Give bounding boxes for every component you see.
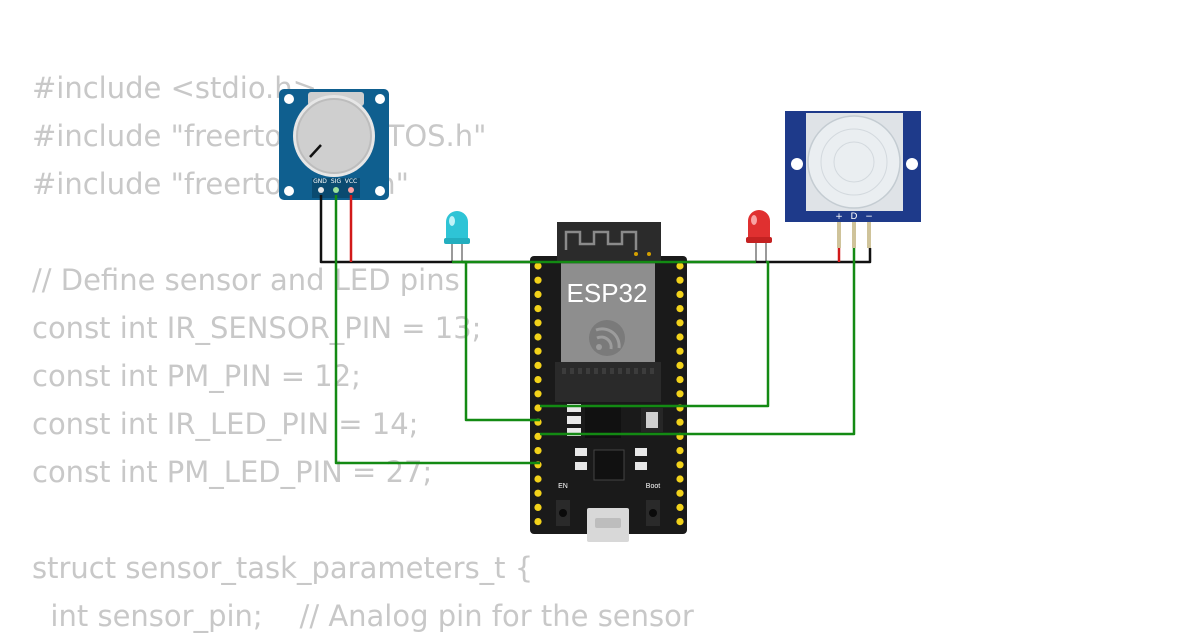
chip-pad [602, 368, 606, 374]
chip-pad [610, 368, 614, 374]
header-pin [534, 518, 542, 526]
header-pin [534, 305, 542, 313]
pot-pin-label-gnd: GND [313, 178, 327, 185]
header-pins [534, 262, 684, 526]
code-line: #include <stdio.h> [32, 71, 317, 105]
potentiometer-module[interactable]: GND SIG VCC [279, 89, 389, 200]
espressif-logo-icon [589, 320, 625, 356]
chip-pad [570, 368, 574, 374]
chip-pad [562, 368, 566, 374]
header-pin [534, 475, 542, 483]
led-red[interactable] [746, 210, 772, 262]
antenna-icon [564, 230, 638, 250]
header-pin [534, 361, 542, 369]
chip-pad [618, 368, 622, 374]
header-pin [534, 276, 542, 284]
code-line: // Define sensor and LED pins [32, 263, 460, 297]
header-pin [676, 503, 684, 511]
code-line: const int PM_PIN = 12; [32, 359, 361, 393]
esp32-board[interactable]: ESP32 EN Boot [530, 222, 687, 542]
chip-pad [626, 368, 630, 374]
pir-lens-icon [807, 115, 901, 209]
knob-icon[interactable] [296, 98, 372, 174]
header-pin [676, 390, 684, 398]
header-pin [534, 503, 542, 511]
code-line: struct sensor_task_parameters_t { [32, 551, 534, 585]
code-line: const int PM_LED_PIN = 27; [32, 455, 433, 489]
header-pin [534, 404, 542, 412]
code-line: const int IR_SENSOR_PIN = 13; [32, 311, 482, 345]
header-pin [676, 376, 684, 384]
header-pin [676, 262, 684, 270]
header-pin [534, 432, 542, 440]
header-pin [676, 447, 684, 455]
header-pin [534, 347, 542, 355]
wire-pot-signal [334, 195, 540, 465]
pot-pin-label-sig: SIG [331, 178, 342, 185]
header-pin [676, 333, 684, 341]
pir-sensor-module[interactable]: + D − [785, 111, 921, 248]
header-pin [534, 262, 542, 270]
header-pin [676, 361, 684, 369]
wires [319, 195, 872, 465]
header-pin [534, 290, 542, 298]
header-pin [676, 305, 684, 313]
wire-pir-data [540, 248, 856, 436]
header-pin [534, 390, 542, 398]
pot-pin-label-vcc: VCC [345, 178, 357, 185]
wire-led-cyan-return [462, 260, 540, 422]
header-pin [676, 418, 684, 426]
chip-pad [634, 368, 638, 374]
chip-pad [586, 368, 590, 374]
header-pin [534, 376, 542, 384]
header-pin [676, 475, 684, 483]
header-pin [534, 333, 542, 341]
wire-led-red-return [540, 260, 770, 408]
header-pin [534, 489, 542, 497]
header-pin [676, 347, 684, 355]
code-line: int sensor_pin; // Analog pin for the se… [32, 599, 694, 633]
header-pin [676, 319, 684, 327]
board-label: ESP32 [567, 278, 648, 308]
chip-pad [578, 368, 582, 374]
header-pin [676, 461, 684, 469]
header-pin [534, 319, 542, 327]
pir-pin-label-data: D [851, 212, 858, 222]
chip-pad [650, 368, 654, 374]
code-line: const int IR_LED_PIN = 14; [32, 407, 419, 441]
header-pin [676, 276, 684, 284]
en-label: EN [558, 483, 568, 490]
chip-pad [642, 368, 646, 374]
header-pin [676, 290, 684, 298]
header-pin [676, 489, 684, 497]
pir-pin-label-minus: − [865, 212, 873, 222]
pir-pin-label-plus: + [835, 212, 843, 222]
chip-pad [594, 368, 598, 374]
header-pin [534, 447, 542, 455]
header-pin [676, 518, 684, 526]
led-cyan[interactable] [444, 211, 470, 262]
boot-label: Boot [646, 483, 660, 490]
